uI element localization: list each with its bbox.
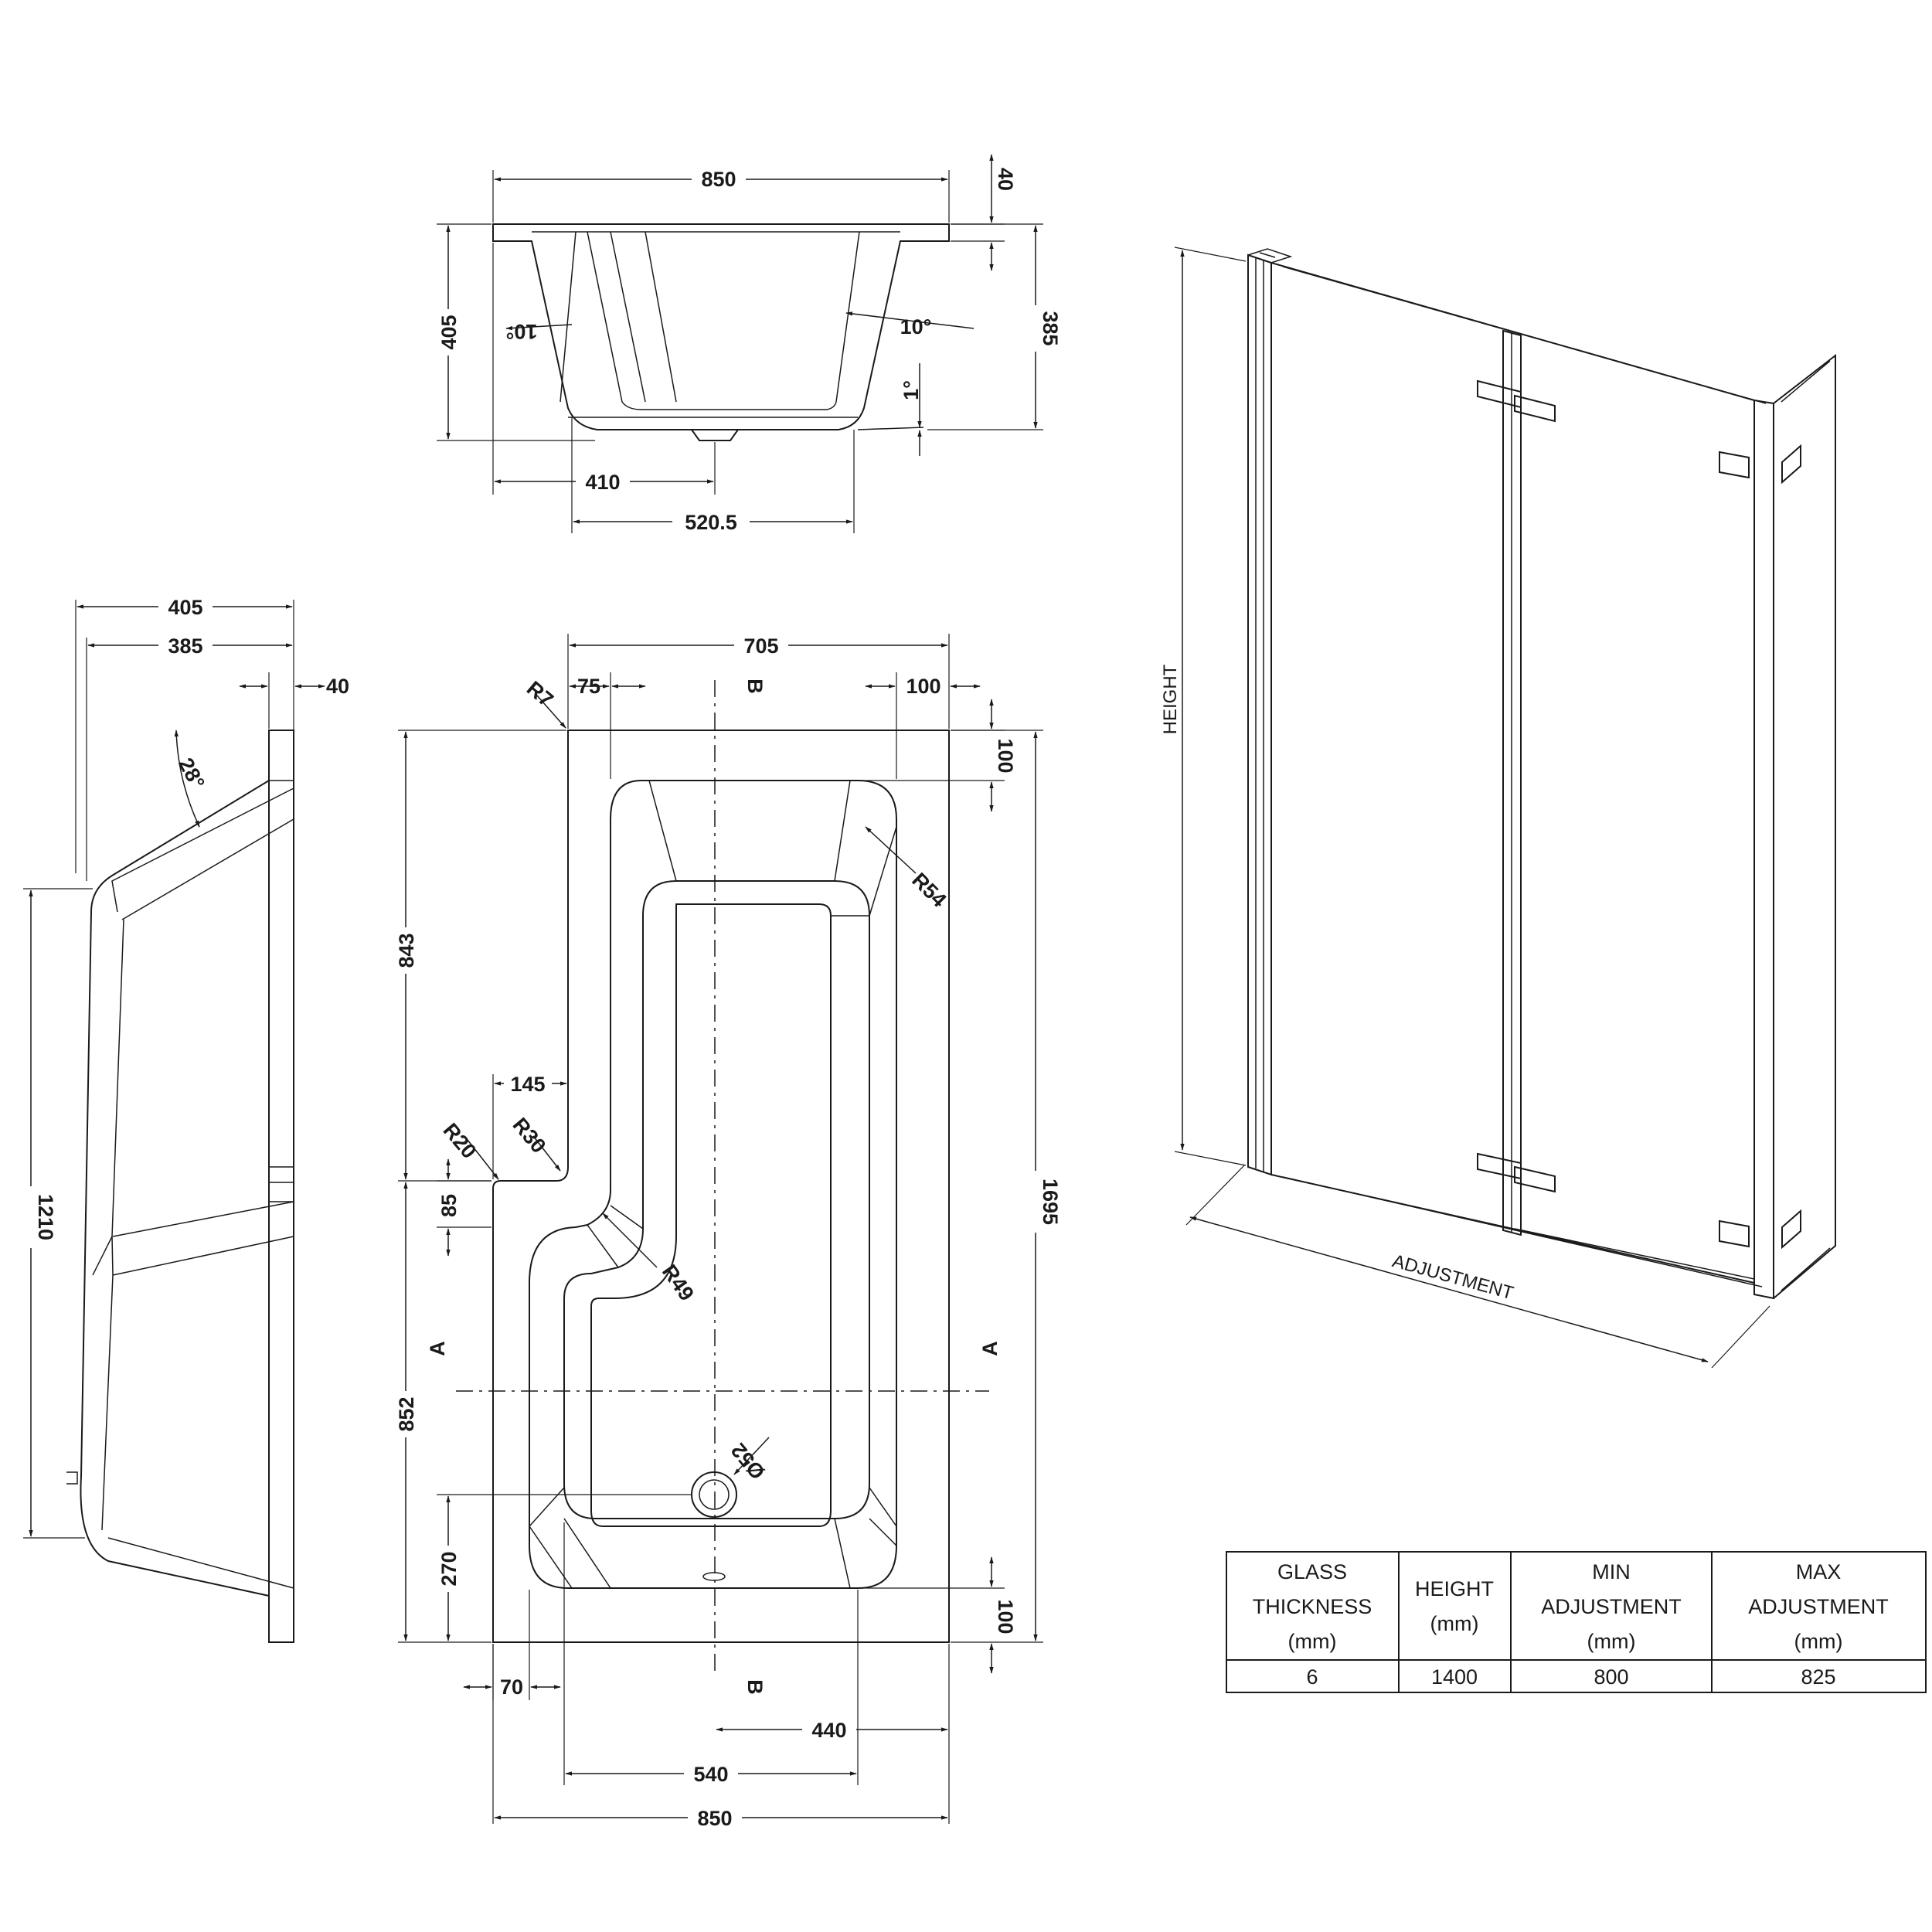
side-view: 405 385 40 28° 1210 [17,593,349,1643]
side-base-length-label: 1210 [34,1194,57,1240]
plan-radius-49-label: R49 [658,1260,699,1305]
end-base-width-label: 520.5 [685,511,737,534]
header-glass-thickness-3: (mm) [1288,1630,1337,1653]
header-min-adjustment-2: ADJUSTMENT [1541,1595,1682,1618]
header-glass-thickness-1: GLASS [1277,1560,1347,1583]
side-rim-label: 40 [326,675,349,698]
value-height: 1400 [1431,1665,1478,1689]
plan-view: B B A A 705 75 100 100 R7 R54 [392,631,1062,1832]
end-view: 850 40 405 385 10° 10° 1° 410 [434,154,1062,536]
plan-overall-width-label: 850 [697,1807,732,1830]
screen-adjustment-label: ADJUSTMENT [1390,1250,1516,1304]
screen-height-label: HEIGHT [1160,664,1181,734]
end-angle-base-label: 1° [900,380,923,400]
plan-waste-from-side-label: 440 [811,1719,846,1742]
plan-end-margin-bottom-label: 100 [994,1599,1017,1634]
plan-top-width-label: 705 [743,634,778,658]
section-b-bottom: B [743,1679,767,1695]
header-max-adjustment-2: ADJUSTMENT [1748,1595,1889,1618]
header-max-adjustment-3: (mm) [1794,1630,1843,1653]
plan-waste-from-end-label: 270 [437,1551,461,1586]
plan-radius-54-label: R54 [907,869,951,912]
plan-side-margin-label: 70 [500,1675,523,1699]
plan-upper-length-label: 843 [395,933,418,968]
section-a-left: A [426,1341,449,1356]
header-height-2: (mm) [1430,1612,1479,1635]
end-depth-outer-label: 405 [437,315,461,349]
header-max-adjustment-1: MAX [1796,1560,1842,1583]
shower-screen-view: HEIGHT ADJUSTMENT [1160,247,1836,1369]
spec-table: GLASS THICKNESS (mm) HEIGHT (mm) MIN ADJ… [1226,1551,1927,1693]
end-depth-inner-label: 385 [1039,311,1062,345]
end-angle-left-label: 10° [506,320,538,343]
end-angle-right-label: 10° [900,315,932,338]
plan-bowl-width-label: 540 [693,1763,728,1786]
side-depth-outer-label: 405 [168,596,202,619]
end-width-label: 850 [701,168,736,191]
plan-corner-radius-label: R7 [522,677,558,712]
plan-lower-length-label: 852 [395,1396,418,1431]
plan-radius-20-label: R20 [438,1119,481,1163]
plan-step-width-label: 145 [510,1073,545,1096]
header-height-1: HEIGHT [1415,1577,1494,1600]
plan-step-height-label: 85 [437,1194,461,1217]
end-waste-offset-label: 410 [585,471,620,494]
header-min-adjustment-3: (mm) [1587,1630,1636,1653]
value-max-adjustment: 825 [1801,1665,1835,1689]
plan-top-left-offset-label: 75 [577,675,600,698]
section-b-top: B [743,679,767,694]
value-min-adjustment: 800 [1594,1665,1628,1689]
header-min-adjustment-1: MIN [1592,1560,1631,1583]
value-glass-thickness: 6 [1306,1665,1318,1689]
plan-overall-length-label: 1695 [1039,1179,1062,1225]
end-rim-label: 40 [994,168,1017,191]
section-a-right: A [978,1341,1002,1356]
header-glass-thickness-2: THICKNESS [1253,1595,1372,1618]
plan-end-margin-top-label: 100 [994,738,1017,773]
plan-waste-diameter-label: Ø52 [726,1439,770,1484]
plan-top-right-offset-label: 100 [906,675,940,698]
side-depth-inner-label: 385 [168,634,202,658]
